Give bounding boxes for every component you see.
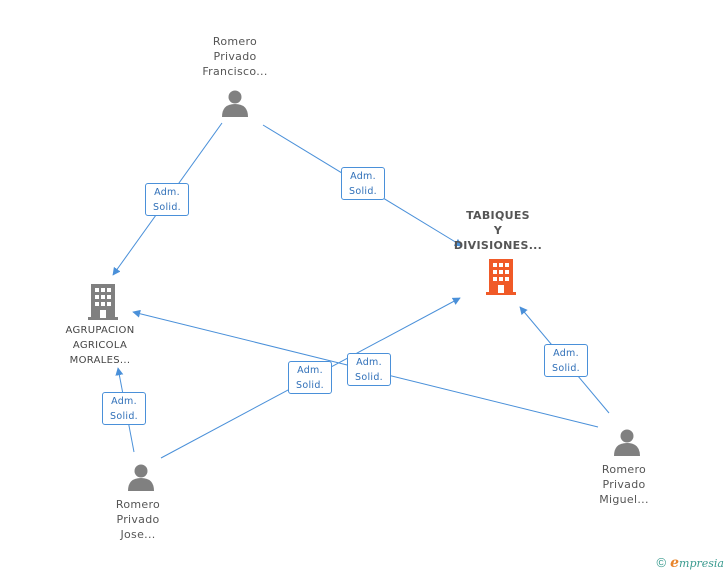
- brand-logo-text: mpresia: [679, 557, 724, 570]
- node-label-jose[interactable]: Romero Privado Jose...: [88, 497, 188, 542]
- edge-badge-label1: Adm.: [350, 171, 376, 182]
- node-miguel-line1: Romero: [601, 463, 647, 476]
- node-miguel-line3: Miguel...: [599, 493, 649, 506]
- edge-badge-jose-tabiques[interactable]: Adm. Solid.: [288, 361, 332, 394]
- edge-badge-label2: Solid.: [349, 186, 377, 197]
- node-miguel-line2: Privado: [602, 478, 646, 491]
- edge-badge-label2: Solid.: [153, 202, 181, 213]
- node-jose-line1: Romero: [115, 498, 161, 511]
- edge-badge-label2: Solid.: [296, 380, 324, 391]
- edge-badge-label1: Adm.: [111, 396, 137, 407]
- building-icon[interactable]: [88, 284, 118, 320]
- node-label-francisco[interactable]: Romero Privado Francisco...: [185, 34, 285, 79]
- copyright-icon: ©: [656, 555, 667, 570]
- edge-badge-label1: Adm.: [356, 357, 382, 368]
- node-tabiques-line1: TABIQUES: [466, 209, 530, 222]
- brand-logo-e: e: [670, 555, 680, 571]
- node-agrupacion-line3: MORALES...: [69, 355, 131, 366]
- edge-badge-label1: Adm.: [553, 348, 579, 359]
- edge-badge-label1: Adm.: [297, 365, 323, 376]
- node-tabiques-line2: Y: [493, 224, 503, 237]
- person-icon[interactable]: [613, 428, 641, 456]
- edge-badge-francisco-agrupacion[interactable]: Adm. Solid.: [145, 183, 189, 216]
- edge-badge-label2: Solid.: [355, 372, 383, 383]
- edge-badge-jose-agrupacion[interactable]: Adm. Solid.: [102, 392, 146, 425]
- node-label-agrupacion[interactable]: AGRUPACION AGRICOLA MORALES...: [50, 323, 150, 368]
- edge-badge-label1: Adm.: [154, 187, 180, 198]
- edge-badge-miguel-agrupacion[interactable]: Adm. Solid.: [347, 353, 391, 386]
- node-label-miguel[interactable]: Romero Privado Miguel...: [574, 462, 674, 507]
- edge-badge-label2: Solid.: [110, 411, 138, 422]
- node-tabiques-line3: DIVISIONES...: [453, 239, 543, 252]
- edge-badge-francisco-tabiques[interactable]: Adm. Solid.: [341, 167, 385, 200]
- person-icon[interactable]: [221, 89, 249, 117]
- node-agrupacion-line2: AGRICOLA: [72, 340, 128, 351]
- node-jose-line2: Privado: [116, 513, 160, 526]
- edge-badge-label2: Solid.: [552, 363, 580, 374]
- node-label-tabiques[interactable]: TABIQUES Y DIVISIONES...: [448, 208, 548, 253]
- person-icon[interactable]: [127, 463, 155, 491]
- node-francisco-line2: Privado: [213, 50, 257, 63]
- footer-brand[interactable]: ©empresia: [657, 555, 724, 571]
- building-icon[interactable]: [486, 259, 516, 295]
- node-francisco-line1: Romero: [212, 35, 258, 48]
- node-francisco-line3: Francisco...: [202, 65, 268, 78]
- edge-badge-miguel-tabiques[interactable]: Adm. Solid.: [544, 344, 588, 377]
- node-jose-line3: Jose...: [120, 528, 156, 541]
- node-agrupacion-line1: AGRUPACION: [65, 325, 135, 336]
